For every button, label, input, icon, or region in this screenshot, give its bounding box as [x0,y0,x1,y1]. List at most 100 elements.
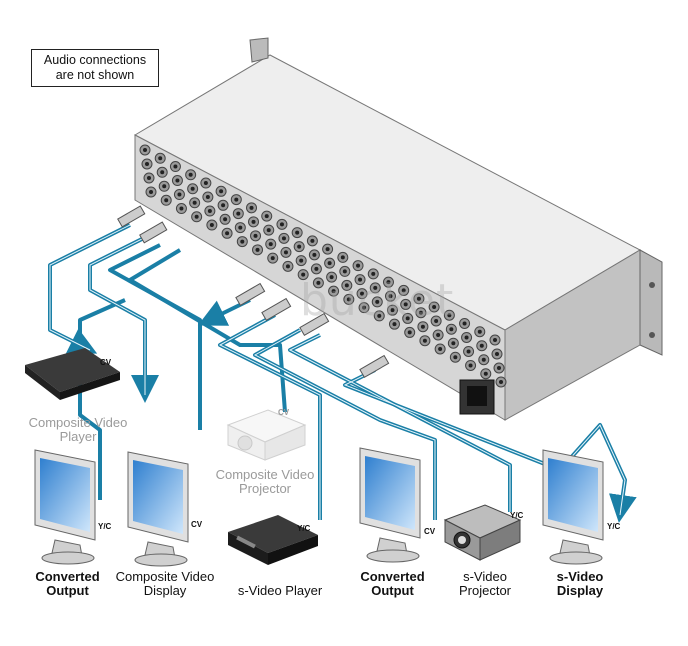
bnc-connector-pin [392,322,397,327]
bnc-connector-pin [453,355,458,360]
bnc-connector-pin [310,238,315,243]
bnc-connector-pin [149,190,153,194]
bnc-connector-pin [325,247,330,252]
bnc-connector-pin [203,181,208,186]
bnc-connector-pin [451,341,456,346]
bnc-connector-pin [362,305,367,310]
bnc-connector-pin [407,330,412,335]
bnc-connector-pin [223,217,228,222]
tag-cv-projector: CV [278,408,290,417]
bnc-connector-pin [436,332,441,337]
bnc-connector-pin [497,366,501,370]
bnc-connector-pin [177,192,182,197]
bnc-connector-pin [240,239,245,244]
bnc-connector-pin [495,352,499,356]
bnc-connector-pin [358,277,363,282]
bnc-connector-pin [295,230,300,235]
tag-yc-converted-1: Y/C [98,522,112,531]
bnc-connector-pin [375,299,380,304]
bnc-connector-pin [270,256,275,261]
bnc-connector-pin [188,172,193,177]
bnc-connector-pin [329,275,334,280]
monitor-s-video-display [542,449,604,565]
monitor-converted-output-2 [359,447,421,563]
bnc-connector-pin [466,349,471,354]
bnc-connector-pin [418,310,423,315]
monitor-composite-video-display [127,451,189,567]
bnc-connector-pin [314,266,319,271]
bnc-connector-pin [145,162,149,166]
bnc-connector-pin [432,304,437,309]
tag-yc-projector: Y/C [510,511,524,520]
bnc-connector-pin [420,324,425,329]
bnc-connector-pin [481,357,486,362]
bnc-connector-pin [327,261,332,266]
tag-yc-display: Y/C [607,522,621,531]
bnc-connector-pin [344,283,349,288]
bnc-connector-pin [221,203,226,208]
s-video-player-device [228,515,318,565]
bnc-connector-pin [449,327,454,332]
label-s-video-player: s-Video Player [237,583,323,598]
bnc-connector-pin [403,302,408,307]
bnc-connector-pin [401,288,406,293]
bnc-connector-pin [164,198,169,203]
bnc-connector-pin [266,228,271,233]
bnc-connector-pin [192,200,197,205]
bnc-connector-pin [249,205,254,210]
bnc-connector-pin [268,242,273,247]
bnc-connector-pin [234,197,239,202]
bnc-connector-pin [422,338,427,343]
bnc-connector-pin [285,264,290,269]
bnc-connector-pin [493,338,497,342]
audio-note-line1: Audio connections [43,53,147,67]
bnc-connector-pin [175,178,180,183]
bnc-connector-pin [346,297,351,302]
bnc-connector-pin [356,263,361,268]
label-converted-output-2: Converted Output [360,569,425,598]
bnc-connector-pin [447,313,452,318]
s-video-projector-device [443,504,522,561]
bnc-connector-pin [205,195,210,200]
bnc-connector-pin [251,219,256,224]
bnc-connector-pin [340,255,345,260]
bnc-connector-pin [219,189,224,194]
bnc-connector-pin [299,258,304,263]
bnc-connector-pin [499,380,503,384]
bnc-connector-pin [464,335,469,340]
bnc-connector-pin [360,291,365,296]
composite-video-projector-device [226,409,307,461]
label-composite-video-player: Composite Video Player [28,415,128,444]
tag-cv-converted-2: CV [424,527,436,536]
bnc-connector-pin [312,252,317,257]
bnc-connector-pin [390,308,395,313]
label-s-video-display: s-Video Display [556,569,604,598]
label-s-video-projector: s-Video Projector [458,569,512,598]
bnc-connector-pin [160,170,165,175]
bnc-connector-pin [253,233,258,238]
bnc-connector-pin [416,296,421,301]
bnc-connector-pin [405,316,410,321]
bnc-connector-pin [194,214,199,219]
monitor-converted-output-1 [34,449,96,565]
bnc-connector-pin [236,211,241,216]
cable-highlights [49,224,626,520]
bnc-connector-pin [209,223,214,228]
bnc-connector-pin [162,184,167,189]
bnc-connector-pin [297,244,302,249]
tag-cv-player: CV [100,358,112,367]
bnc-connector-pin [373,285,378,290]
bnc-connector-pin [281,236,286,241]
bnc-connector-pin [483,371,488,376]
bnc-connector-pin [179,206,184,211]
cable-plugs [117,205,390,379]
bnc-connector-pin [388,294,393,299]
bnc-connector-pin [371,271,376,276]
bnc-connector-pin [316,280,321,285]
composite-video-player-device [25,348,120,400]
bnc-connector-pin [255,247,260,252]
tag-cv-display: CV [191,520,203,529]
bnc-connector-pin [225,231,230,236]
